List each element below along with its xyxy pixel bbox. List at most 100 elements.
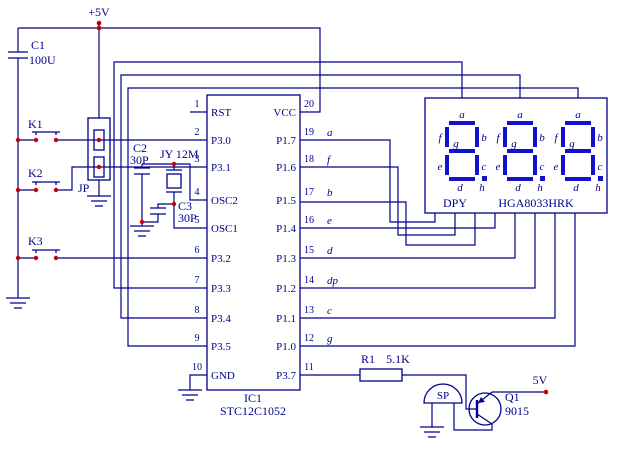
net-b — [300, 201, 476, 246]
pin-name: P3.1 — [211, 162, 231, 174]
q1-ref: Q1 — [505, 390, 520, 404]
k3-label: K3 — [28, 234, 43, 248]
display-digit-3: a f b g e c d h — [554, 109, 604, 194]
segment-c — [591, 155, 595, 175]
net-g — [300, 213, 576, 347]
segment-label-c: c — [540, 161, 545, 173]
pin-name: P1.0 — [276, 341, 296, 353]
jp-body — [87, 117, 111, 181]
segment-f — [503, 127, 507, 147]
common-nets — [113, 61, 579, 347]
r1-resistor — [359, 368, 403, 382]
net-f — [300, 166, 456, 236]
segment-c — [533, 155, 537, 175]
pin-name: VCC — [273, 107, 296, 119]
pin-name: P3.4 — [211, 313, 231, 325]
pin-number: 20 — [304, 99, 314, 110]
pin-number: 8 — [195, 305, 200, 316]
pin-name: P1.3 — [276, 253, 296, 265]
signal-label: e — [327, 215, 332, 227]
button-actuator — [32, 249, 60, 253]
pin-name: P1.7 — [276, 135, 296, 147]
segment-dp — [482, 176, 487, 181]
vcc-right-label: 5V — [533, 373, 548, 387]
net-dp — [300, 213, 536, 289]
segment-label-b: b — [539, 132, 545, 144]
junction-dot — [171, 161, 177, 167]
pin-name: P1.5 — [276, 195, 296, 207]
segment-label-h: h — [537, 182, 543, 194]
pin-name: P1.4 — [276, 223, 296, 235]
junction-dot — [171, 201, 177, 207]
button-terminal — [53, 187, 59, 193]
r1-ref: R1 — [361, 352, 375, 366]
pin-number: 18 — [304, 154, 314, 165]
segment-e — [503, 155, 507, 175]
pin-name: RST — [211, 107, 231, 119]
segment-label-a: a — [517, 109, 523, 121]
speaker: SP — [420, 383, 493, 438]
segment-label-e: e — [496, 161, 501, 173]
segment-a — [449, 121, 475, 125]
net-a — [300, 139, 436, 223]
net-d — [300, 213, 516, 259]
segment-nets: a f b e d dp c g — [300, 127, 576, 347]
signal-label: f — [327, 154, 332, 166]
pin-number: 17 — [304, 187, 314, 198]
segment-a — [507, 121, 533, 125]
button-terminal — [33, 137, 39, 143]
speaker-dome — [423, 383, 463, 404]
junction-dot — [96, 164, 102, 170]
wire — [18, 166, 207, 191]
ground-symbol — [87, 195, 111, 207]
segment-label-d: d — [515, 182, 521, 194]
wire — [402, 374, 477, 410]
segment-label-h: h — [479, 182, 485, 194]
segment-label-f: f — [554, 132, 559, 144]
segment-label-a: a — [575, 109, 581, 121]
pin-name: P3.5 — [211, 341, 231, 353]
segment-label-g: g — [511, 138, 517, 150]
crystal-label: JY 12M — [160, 147, 199, 161]
junction-dot — [15, 187, 21, 193]
pin-number: 1 — [195, 99, 200, 110]
ic1-chip: 1 2 3 4 5 6 7 8 9 10 RST P3.0 P3.1 OSC2 … — [178, 94, 314, 418]
jp-header: JP — [78, 117, 111, 207]
ground-symbol — [130, 225, 154, 237]
vcc-top-label: +5V — [88, 5, 110, 19]
net-e — [300, 213, 496, 229]
pin-name: P3.3 — [211, 283, 231, 295]
pin-number: 12 — [304, 333, 314, 344]
junction-dot — [96, 137, 102, 143]
junction-dot — [543, 389, 549, 395]
pin-number: 14 — [304, 275, 314, 286]
jp-pin — [93, 129, 105, 151]
signal-label: dp — [327, 275, 339, 287]
k1-button: K1 — [15, 117, 207, 143]
segment-g — [449, 149, 475, 153]
segment-a — [565, 121, 591, 125]
segment-label-g: g — [569, 138, 575, 150]
button-terminal — [53, 137, 59, 143]
pin-number: 6 — [195, 245, 200, 256]
pin-name: P3.2 — [211, 253, 231, 265]
segment-label-d: d — [457, 182, 463, 194]
c3-ref: C3 — [178, 199, 192, 213]
button-terminal — [33, 187, 39, 193]
segment-b — [533, 127, 537, 147]
pin-number: 10 — [192, 362, 202, 373]
crystal-plates — [166, 169, 182, 193]
pin-number: 13 — [304, 305, 314, 316]
pin-name: GND — [211, 370, 235, 382]
signal-label: d — [327, 245, 333, 257]
segment-label-d: d — [573, 182, 579, 194]
ic-body — [206, 94, 301, 391]
segment-label-c: c — [598, 161, 603, 173]
ground-symbol — [420, 426, 444, 438]
segment-dp — [598, 176, 603, 181]
k2-label: K2 — [28, 166, 43, 180]
signal-label: c — [327, 305, 332, 317]
c3-value: 30P — [178, 211, 197, 225]
segment-b — [591, 127, 595, 147]
